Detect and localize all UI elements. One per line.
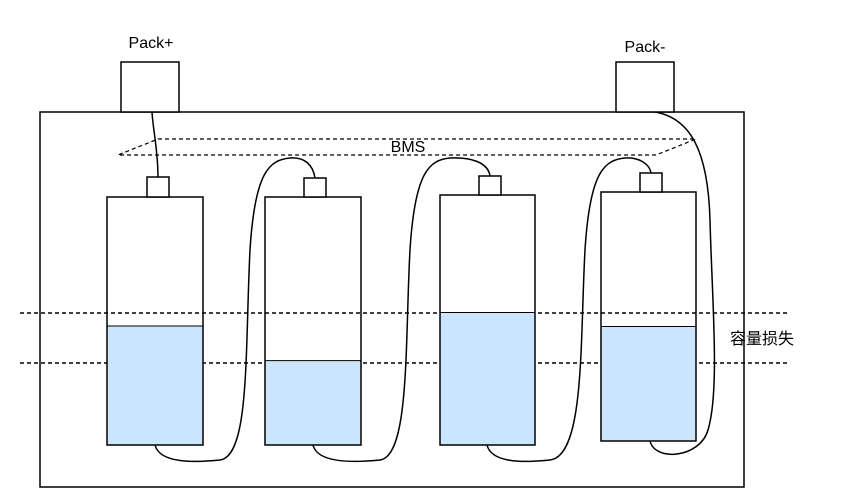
cell-4-charge-fill (601, 326, 696, 441)
wire-cell1-cell2 (154, 157, 316, 463)
positive-terminal (120, 61, 180, 113)
bms-label: BMS (391, 139, 426, 156)
wire-cell2-cell3 (312, 157, 491, 463)
cells-group (106, 172, 697, 446)
wiring (151, 111, 716, 463)
capacity-loss-label: 容量损失 (730, 329, 794, 348)
cell-1-terminal-cap (146, 176, 170, 198)
pack-enclosure (39, 111, 745, 488)
negative-terminal-label: Pack- (625, 39, 666, 56)
cell-1 (106, 176, 204, 446)
cell-4-terminal-cap (639, 172, 663, 193)
cell-2-terminal-cap (303, 177, 327, 198)
wire-pack-positive (151, 111, 159, 178)
negative-terminal (615, 61, 675, 113)
wire-pack-negative (649, 111, 716, 456)
cell-3-charge-fill (440, 312, 535, 445)
cell-2-charge-fill (265, 360, 361, 445)
cell-2 (264, 177, 362, 446)
positive-terminal-label: Pack+ (129, 35, 174, 52)
cell-4 (600, 172, 697, 442)
cell-3 (439, 175, 536, 446)
wire-cell3-cell4 (486, 157, 652, 463)
cell-3-terminal-cap (478, 175, 502, 196)
cell-1-charge-fill (107, 325, 203, 445)
bms-layer (117, 138, 697, 156)
